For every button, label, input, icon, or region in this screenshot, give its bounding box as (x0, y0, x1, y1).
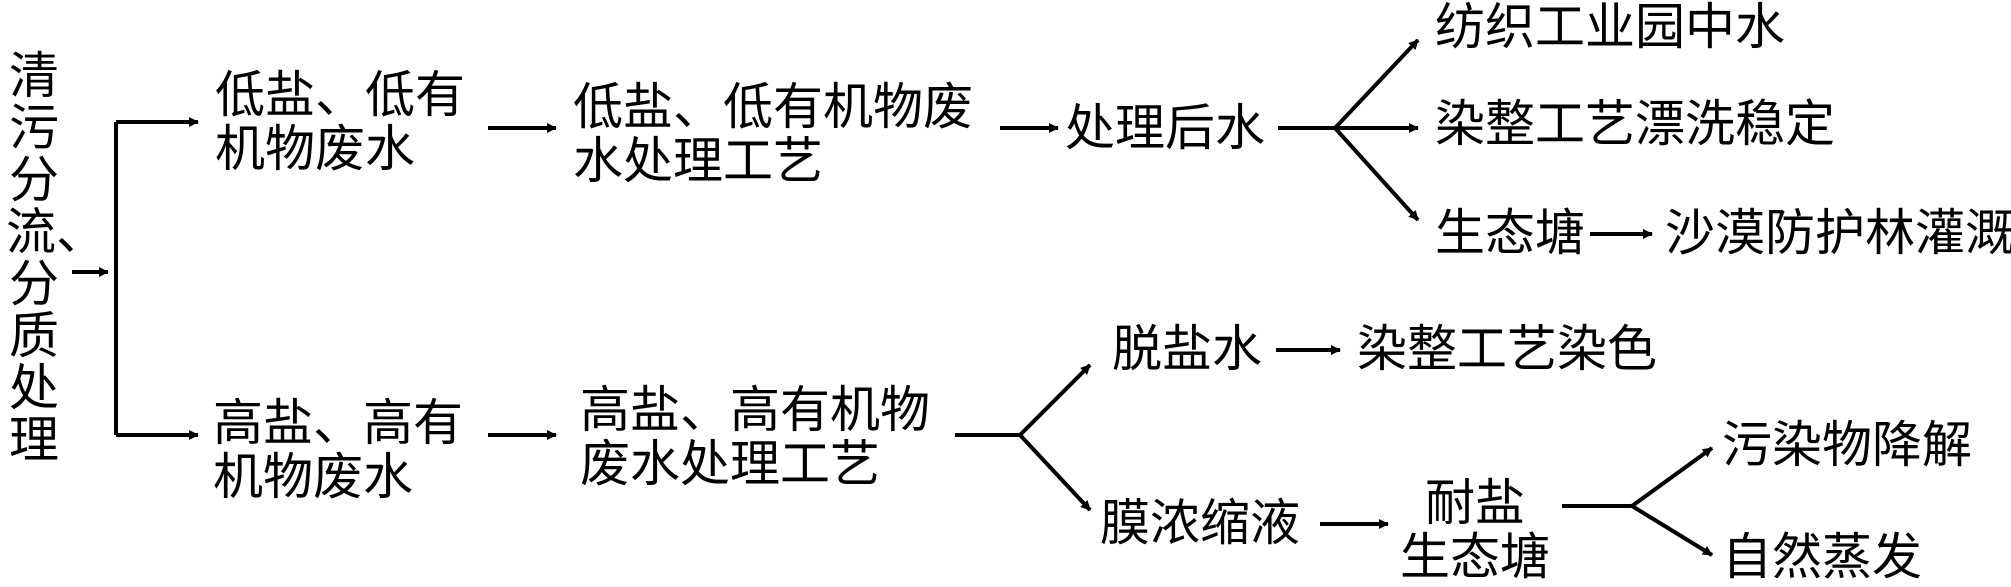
salt-pond-line-2: 生态塘 (1400, 528, 1550, 586)
arrow-to-concentrate (1018, 433, 1092, 512)
high-process-line-2: 废水处理工艺 (580, 435, 880, 493)
low-source-line-2: 机物废水 (215, 120, 415, 178)
arrow-to-pond (1333, 126, 1420, 222)
desalted-water-node: 脱盐水 (1112, 320, 1262, 378)
high-process-line-1: 高盐、高有机物 (580, 381, 930, 439)
desalted-use-node: 染整工艺染色 (1357, 320, 1657, 378)
low-process-line-2: 水处理工艺 (573, 132, 823, 190)
arrow-to-outcome-1 (1630, 446, 1714, 508)
reuse-2-node: 染整工艺漂洗稳定 (1435, 95, 1835, 153)
outcome-2-node: 自然蒸发 (1722, 528, 1922, 586)
arrow-to-outcome-2 (1630, 504, 1714, 557)
high-source-line-2: 机物废水 (213, 448, 413, 506)
arrow-to-reuse-1 (1333, 38, 1420, 130)
root-label: 清污分流、分质处理 (6, 47, 106, 469)
high-source-node: 高盐、高有 机物废水 (213, 396, 463, 504)
treated-water-node: 处理后水 (1065, 99, 1265, 157)
low-source-line-1: 低盐、低有 (215, 66, 465, 124)
reuse-1-node: 纺织工业园中水 (1435, 0, 1785, 56)
pond-use-node: 沙漠防护林灌溉 (1665, 204, 2011, 262)
concentrate-node: 膜浓缩液 (1100, 494, 1300, 552)
outcome-1-node: 污染物降解 (1722, 416, 1972, 474)
arrow-to-desalted (1018, 363, 1092, 437)
low-process-line-1: 低盐、低有机物废 (573, 78, 973, 136)
salt-pond-node: 耐盐 生态塘 (1400, 476, 1550, 584)
low-process-node: 低盐、低有机物废 水处理工艺 (573, 80, 973, 188)
high-process-node: 高盐、高有机物 废水处理工艺 (580, 383, 930, 491)
salt-pond-line-1: 耐盐 (1425, 474, 1525, 532)
low-source-node: 低盐、低有 机物废水 (215, 68, 465, 176)
high-source-line-1: 高盐、高有 (213, 394, 463, 452)
pond-node: 生态塘 (1435, 204, 1585, 262)
